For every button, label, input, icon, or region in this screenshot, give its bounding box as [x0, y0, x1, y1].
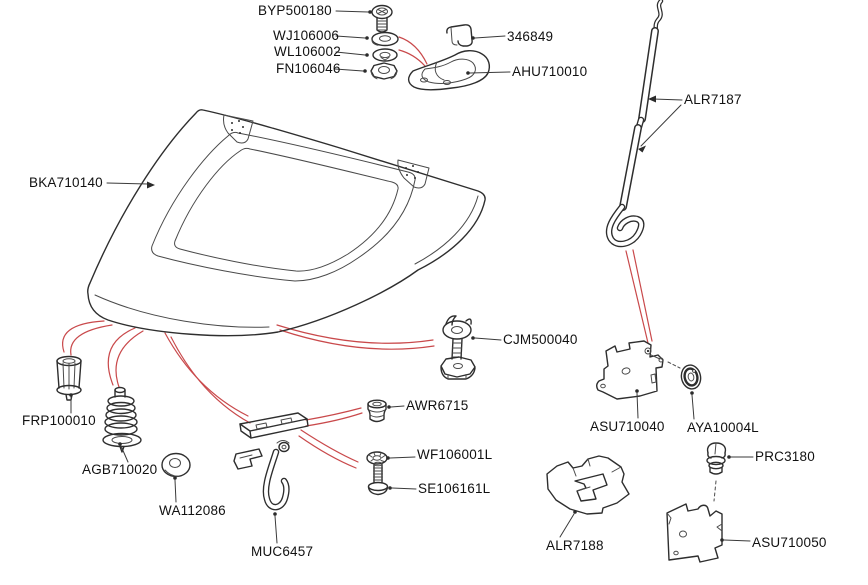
part-flat-washer: [161, 452, 191, 478]
part-label-wl106002: WL106002: [274, 44, 341, 59]
part-stop-bracket: [407, 50, 491, 91]
part-label-se106161l: SE106161L: [418, 481, 491, 496]
part-label-awr6715: AWR6715: [406, 398, 469, 413]
assembly-reference-curves: [62, 36, 653, 469]
part-label-frp100010: FRP100010: [22, 413, 96, 428]
part-mounting-bracket-upper: [596, 340, 681, 400]
part-flanged-screw: [371, 4, 393, 33]
part-label-346849: 346849: [507, 29, 554, 44]
part-mounting-bush: [367, 399, 387, 423]
part-label-ahu710010: AHU710010: [512, 64, 588, 79]
part-label-asu710050: ASU710050: [752, 535, 827, 550]
part-label-prc3180: PRC3180: [755, 449, 815, 464]
part-label-alr7188: ALR7188: [546, 538, 604, 553]
part-label-fn106046: FN106046: [276, 61, 341, 76]
part-label-bka710140: BKA710140: [29, 175, 103, 190]
part-spring-clip: [546, 455, 630, 515]
part-label-aya10004l: AYA10004L: [687, 420, 759, 435]
part-label-wf106001l: WF106001L: [417, 447, 493, 462]
part-plain-washer: [371, 31, 399, 47]
part-label-wj106006: WJ106006: [273, 28, 340, 43]
part-label-alr7187: ALR7187: [684, 92, 742, 107]
part-adjustable-bump-stop: [440, 315, 476, 380]
part-prop-rod: [605, 0, 664, 248]
part-label-byp500180: BYP500180: [258, 3, 332, 18]
leader-lines: [69, 10, 754, 544]
part-plug-fastener: [706, 442, 727, 502]
part-bonnet-panel: [87, 109, 486, 337]
part-flanged-screw-lower: [367, 461, 389, 496]
part-mounting-bracket-lower: [666, 503, 723, 563]
part-label-asu710040: ASU710040: [590, 419, 665, 434]
part-label-wa112086: WA112086: [159, 503, 226, 518]
part-shakeproof-washer: [372, 48, 398, 62]
part-label-muc6457: MUC6457: [251, 544, 314, 559]
part-safety-catch: [233, 412, 309, 511]
part-grommet: [680, 364, 702, 390]
part-hex-nut: [370, 62, 398, 80]
part-buffer-sleeve: [446, 24, 473, 47]
part-label-cjm500040: CJM500040: [503, 332, 578, 347]
part-label-agb710020: AGB710020: [82, 462, 158, 477]
part-rubber-buffer: [56, 355, 82, 401]
part-spring-plunger: [102, 386, 142, 453]
